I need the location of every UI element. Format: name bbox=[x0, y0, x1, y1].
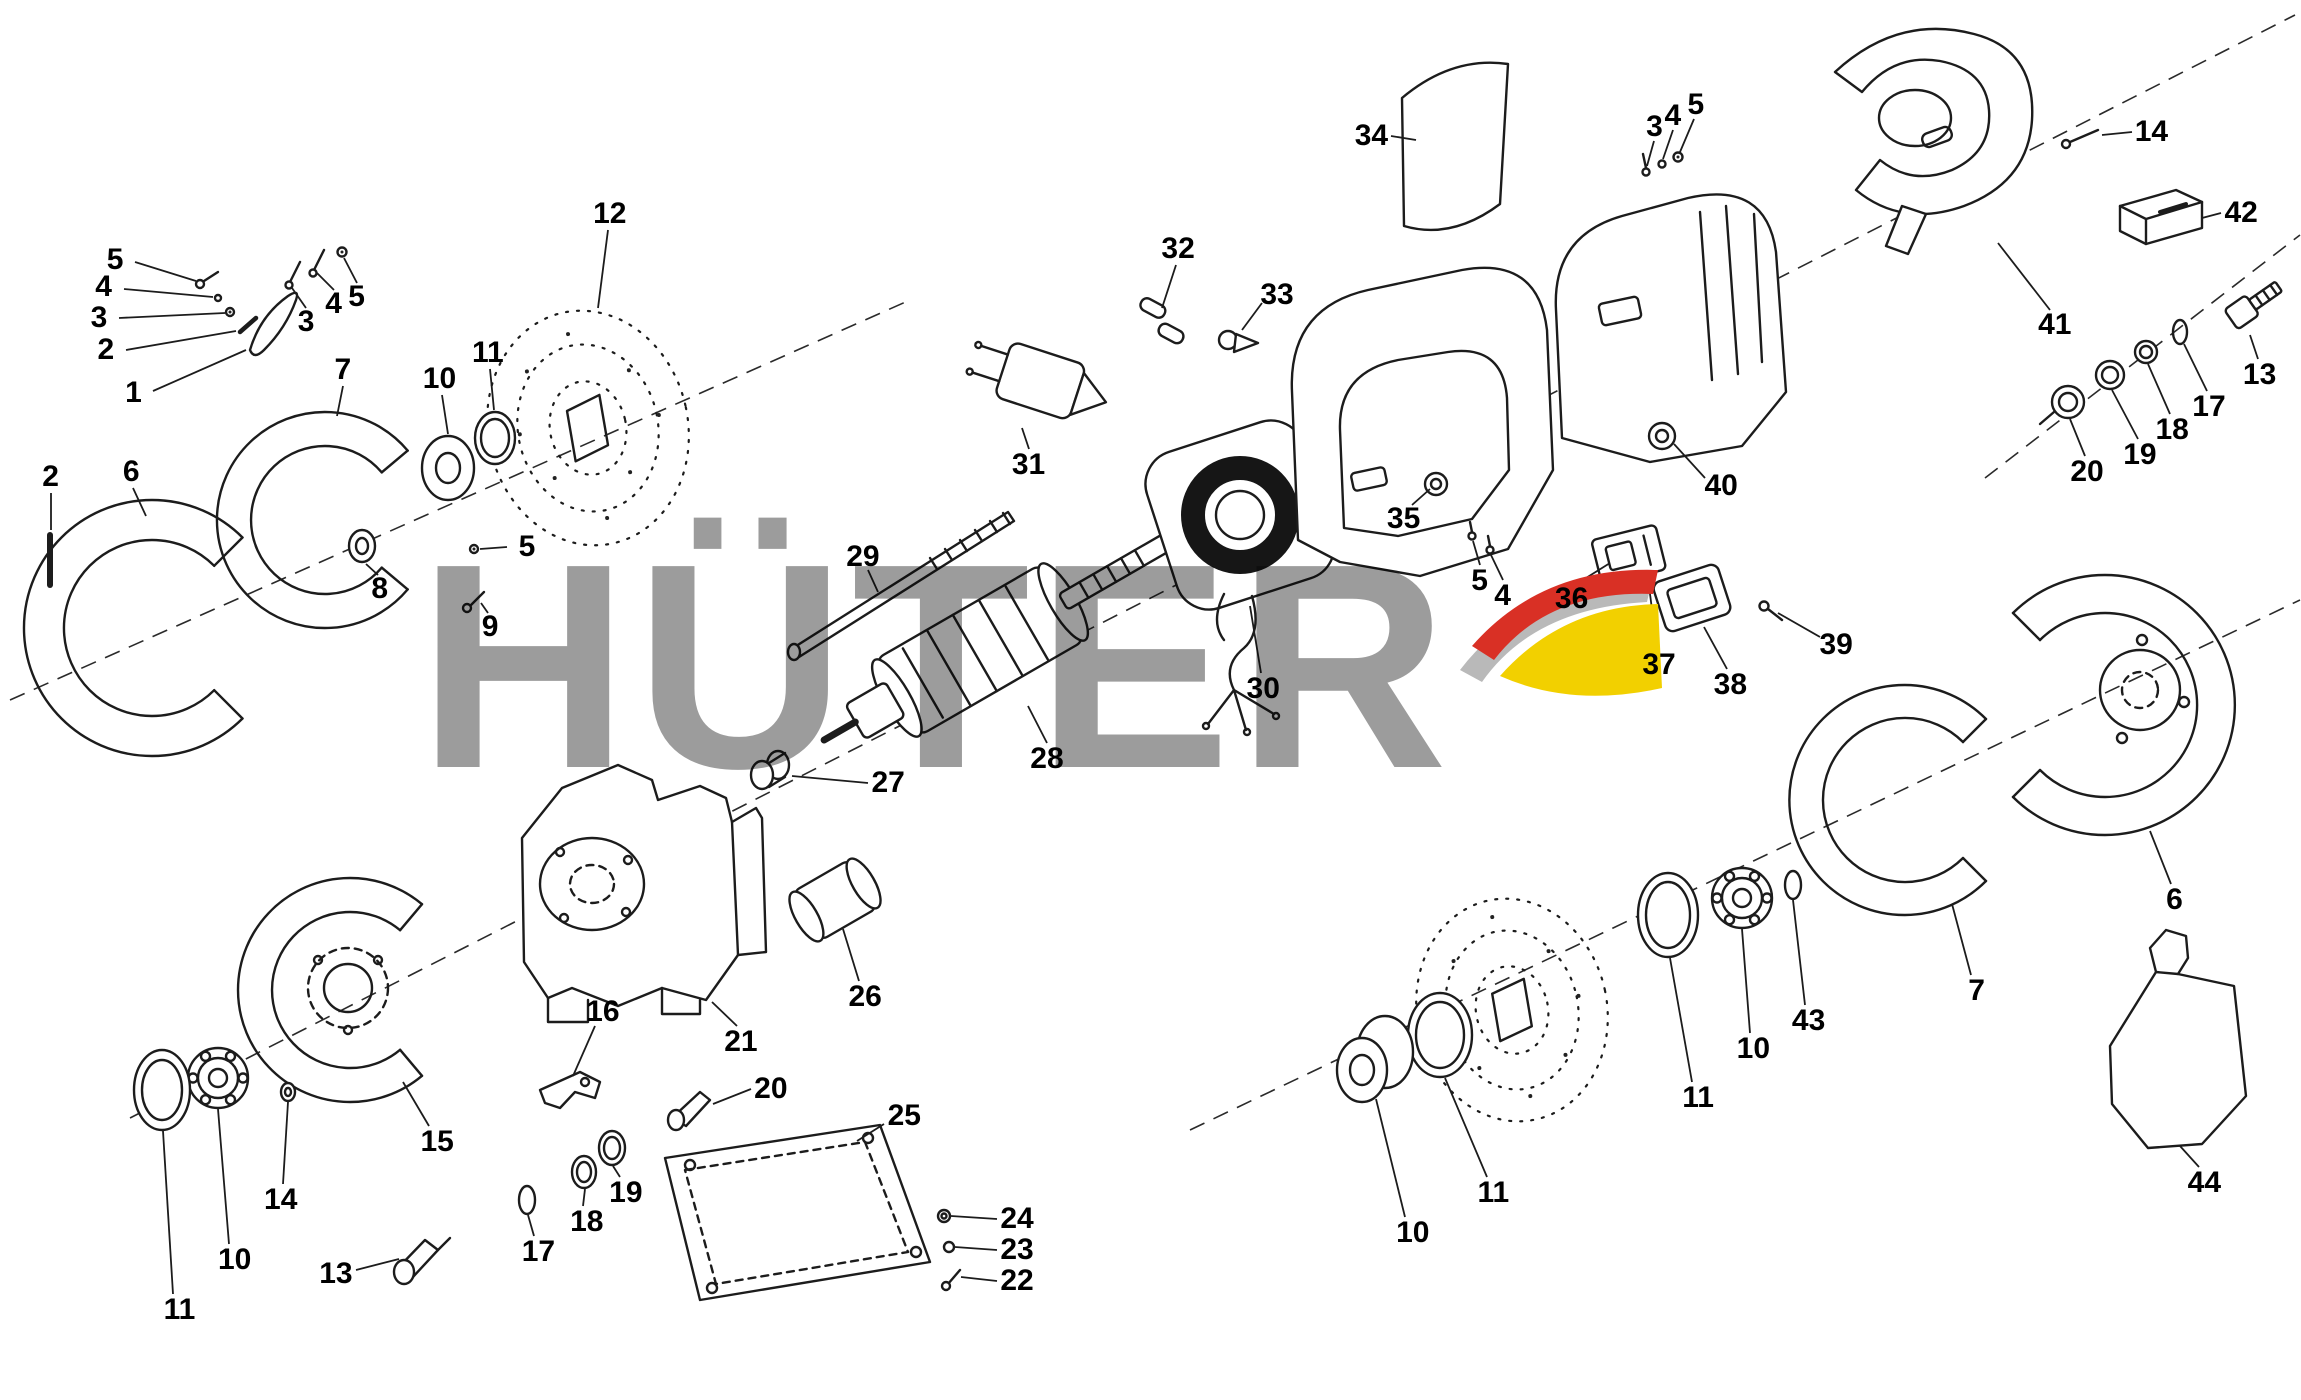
watermark-text: HÜTER bbox=[418, 503, 1454, 829]
housing-rear-shell bbox=[1554, 193, 1788, 464]
housing-front-shell bbox=[1290, 266, 1555, 578]
sleeve-26 bbox=[788, 857, 882, 943]
flange-washer-10 bbox=[420, 434, 476, 502]
guard-plate-15 bbox=[236, 876, 424, 1104]
nut-part-8 bbox=[347, 528, 377, 564]
bearing-10-right bbox=[1710, 866, 1774, 930]
logo-red-band bbox=[1472, 569, 1658, 660]
screws-22-23-24 bbox=[936, 1208, 962, 1292]
cone-screw-13-left bbox=[392, 1236, 452, 1286]
frame-38 bbox=[1652, 563, 1732, 633]
screw-part-5-mid bbox=[468, 543, 480, 555]
connectors-32 bbox=[1139, 297, 1185, 345]
ring-11-lower bbox=[1406, 991, 1474, 1079]
screw-part-9 bbox=[461, 590, 486, 614]
guard-outer-right bbox=[2011, 573, 2236, 837]
indicator-33 bbox=[1217, 329, 1260, 354]
screw-14-right bbox=[2060, 128, 2100, 150]
rings-17-20-right bbox=[2038, 318, 2189, 426]
cover-sheet-34 bbox=[1400, 61, 1510, 232]
grommet-40 bbox=[1647, 421, 1677, 451]
washer-14-left bbox=[279, 1081, 297, 1103]
ring-11-right bbox=[1636, 871, 1700, 959]
bearing-10-left bbox=[186, 1046, 250, 1110]
rings-17-18-19-left bbox=[517, 1129, 627, 1216]
bracket-16 bbox=[538, 1070, 602, 1110]
screws-3-4-5-top bbox=[1641, 151, 1684, 177]
armature-28 bbox=[820, 526, 1193, 744]
guard-band-right bbox=[1788, 683, 1988, 917]
motor-bracket-21 bbox=[520, 763, 768, 1024]
switch-36-37 bbox=[1591, 524, 1667, 586]
fastener-cluster-top-left bbox=[194, 246, 348, 357]
grinding-wheel-right bbox=[1415, 897, 1609, 1123]
deflector-44 bbox=[2108, 928, 2248, 1150]
ring-35 bbox=[1423, 471, 1449, 497]
tie-rod-29 bbox=[786, 510, 1016, 662]
guard-outer-left bbox=[22, 498, 244, 758]
fan-cover-41 bbox=[1833, 27, 2034, 256]
brand-logo-swoosh bbox=[1460, 569, 1662, 696]
screws-5-4-mid bbox=[1467, 520, 1495, 555]
axis-lines bbox=[9, 14, 2301, 1131]
stator-30 bbox=[1144, 419, 1336, 737]
base-plate-25 bbox=[663, 1123, 932, 1302]
guard-band-left bbox=[215, 410, 409, 630]
logo-gray-swoosh bbox=[1460, 580, 1652, 682]
screw-39 bbox=[1758, 600, 1784, 622]
cone-20-left bbox=[666, 1090, 712, 1132]
box-42 bbox=[2118, 188, 2204, 246]
ring-43 bbox=[1783, 869, 1803, 901]
leader-lines bbox=[50, 118, 2259, 1295]
logo-yellow-wedge bbox=[1500, 604, 1662, 696]
bolt-13-right bbox=[2224, 281, 2283, 330]
capacitor-31 bbox=[965, 340, 1108, 420]
washer-11-left bbox=[132, 1048, 192, 1132]
nut-27 bbox=[749, 749, 791, 791]
flange-10-lower bbox=[1335, 1014, 1415, 1104]
ring-11-top bbox=[473, 410, 517, 466]
